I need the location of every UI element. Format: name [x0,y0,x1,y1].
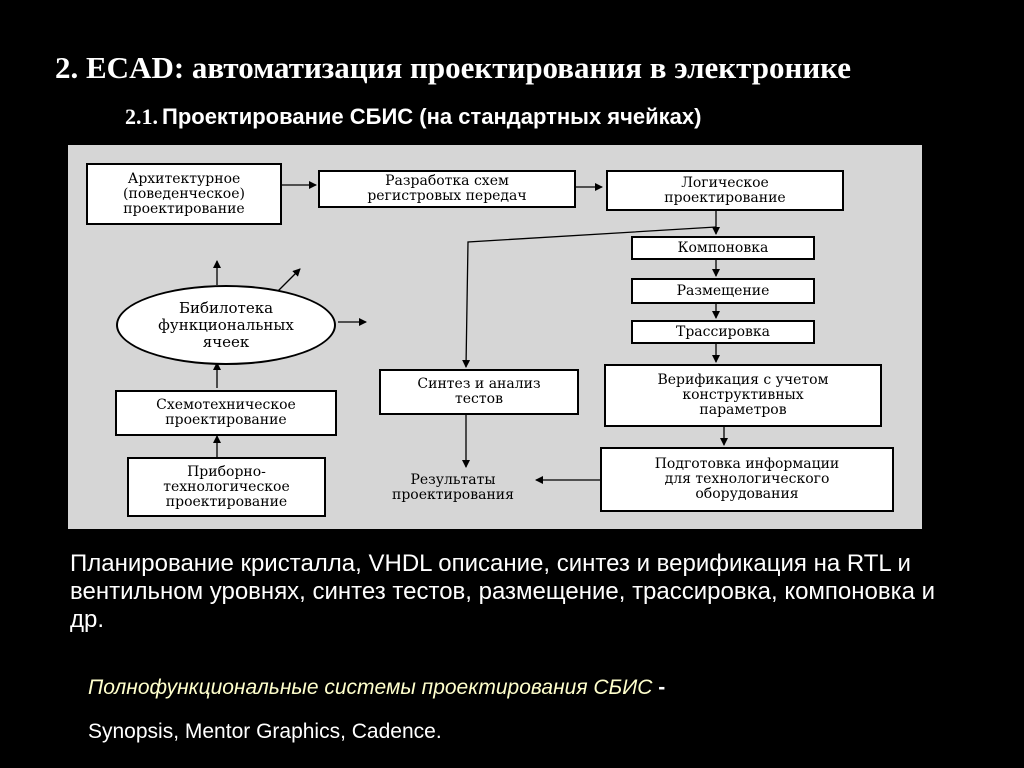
vendors-list: Synopsis, Mentor Graphics, Cadence. [88,720,442,743]
results-line-2: проектирования [392,487,514,503]
arrow-logic-to-test [462,226,717,368]
device-line-1: Приборно- [187,463,266,480]
test-line-2: тестов [455,391,503,407]
design-results-label: Результаты проектирования [368,473,538,503]
layout-label: Компоновка [677,239,769,256]
arch-line-2: (поведенческое) [123,185,245,202]
circuit-line-2: проектирование [165,412,287,428]
library-line-1: Бибилотека [178,298,274,317]
arrow-library-up-right [275,268,301,294]
page-title: 2. ECAD: автоматизация проектирования в … [55,50,852,85]
prep-line-2: для технологического [664,471,830,487]
placement-box: Размещение [631,278,815,304]
systems-label: Полнофункциональные системы проектирован… [88,676,653,699]
results-line-1: Результаты [410,472,496,488]
arch-design-box: Архитектурное (поведенческое) проектиров… [86,163,282,225]
arch-line-1: Архитектурное [127,170,241,187]
test-synthesis-box: Синтез и анализ тестов [379,369,579,415]
diagram-connectors [213,181,728,484]
routing-label: Трассировка [675,323,771,340]
rtl-line-1: Разработка схем [385,173,509,189]
rtl-line-2: регистровых передач [367,188,527,204]
library-line-2: функциональных [158,315,294,334]
placement-label: Размещение [676,282,770,299]
layout-box: Компоновка [631,236,815,260]
verification-line-1: Верификация с учетом [657,372,829,388]
routing-box: Трассировка [631,320,815,344]
prep-line-1: Подготовка информации [654,456,840,472]
logic-line-1: Логическое [681,174,769,191]
verification-line-3: параметров [699,402,787,418]
rtl-design-box: Разработка схем регистровых передач [318,170,576,208]
subtitle-text: Проектирование СБИС (на стандартных ячей… [162,104,702,129]
circuit-design-box: Схемотехническое проектирование [115,390,337,436]
circuit-line-1: Схемотехническое [156,397,296,413]
prep-box: Подготовка информации для технологическо… [600,447,894,512]
device-line-3: проектирование [165,493,288,510]
vlsi-flow-diagram: Архитектурное (поведенческое) проектиров… [68,145,922,529]
subtitle-number: 2.1. [125,104,158,129]
description-text: Планирование кристалла, VHDL описание, с… [70,550,936,633]
systems-dash: - [658,676,666,699]
library-line-3: ячеек [202,332,250,351]
page-subtitle: 2.1.Проектирование СБИС (на стандартных … [125,104,701,130]
arch-line-3: проектирование [123,200,245,217]
verification-line-2: конструктивных [682,387,804,403]
verification-box: Верификация с учетом конструктивных пара… [604,364,882,427]
logic-design-box: Логическое проектирование [606,170,844,211]
cell-library-ellipse: Бибилотека функциональных ячеек [116,285,336,365]
test-line-1: Синтез и анализ [417,376,541,392]
logic-line-2: проектирование [664,189,786,206]
device-tech-design-box: Приборно- технологическое проектирование [127,457,326,517]
device-line-2: технологическое [163,478,290,495]
prep-line-3: оборудования [695,486,799,502]
systems-line: Полнофункциональные системы проектирован… [88,676,665,700]
